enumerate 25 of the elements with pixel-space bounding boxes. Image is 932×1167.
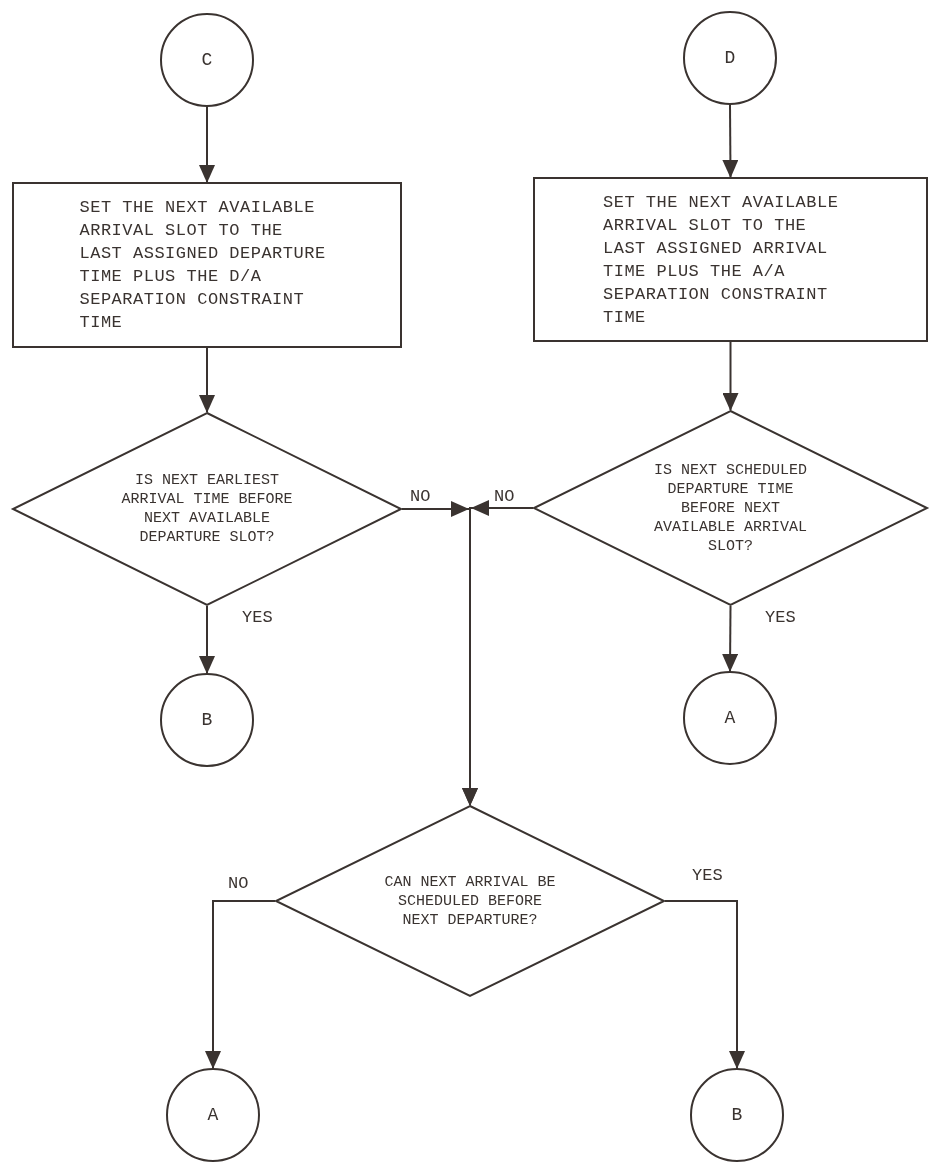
flow-arrow <box>722 605 739 672</box>
flow-arrow <box>462 500 534 806</box>
process-text: SET THE NEXT AVAILABLE ARRIVAL SLOT TO THE LAST ASSIGNED ARRIVAL TIME PLUS THE A/A SEPARATION CONSTRAINT TIME <box>603 191 840 329</box>
flow-arrow <box>664 900 745 1069</box>
connector-letter: A <box>207 1105 219 1125</box>
decision-text: IS NEXT EARLIEST ARRIVAL TIME BEFORE NEXT AVAILABLE DEPARTURE SLOT? <box>120 471 294 547</box>
decision-diamond <box>12 412 402 606</box>
decision-diamond <box>275 805 665 997</box>
flow-arrow <box>199 605 215 674</box>
flow-arrow <box>199 347 215 413</box>
decision-diamond <box>533 410 928 606</box>
process-text: SET THE NEXT AVAILABLE ARRIVAL SLOT TO THE LAST ASSIGNED DEPARTURE TIME PLUS THE D/A SEPARATION CONSTRAINT TIME <box>79 197 327 334</box>
connector-letter: B <box>201 710 213 730</box>
flow-arrow <box>722 104 739 178</box>
process-box <box>533 177 928 342</box>
connector-letter: C <box>201 50 213 70</box>
connector-letter: D <box>724 48 736 68</box>
flow-arrow <box>722 341 739 411</box>
decision-text: CAN NEXT ARRIVAL BE SCHEDULED BEFORE NEXT DEPARTURE? <box>383 872 557 930</box>
process-box <box>12 182 402 348</box>
decision-text: IS NEXT SCHEDULED DEPARTURE TIME BEFORE NEXT AVAILABLE ARRIVAL SLOT? <box>652 460 808 556</box>
flow-arrow <box>205 900 276 1069</box>
connector-letter: B <box>731 1105 743 1125</box>
flow-arrow <box>199 106 215 183</box>
connector-letter: A <box>724 708 736 728</box>
